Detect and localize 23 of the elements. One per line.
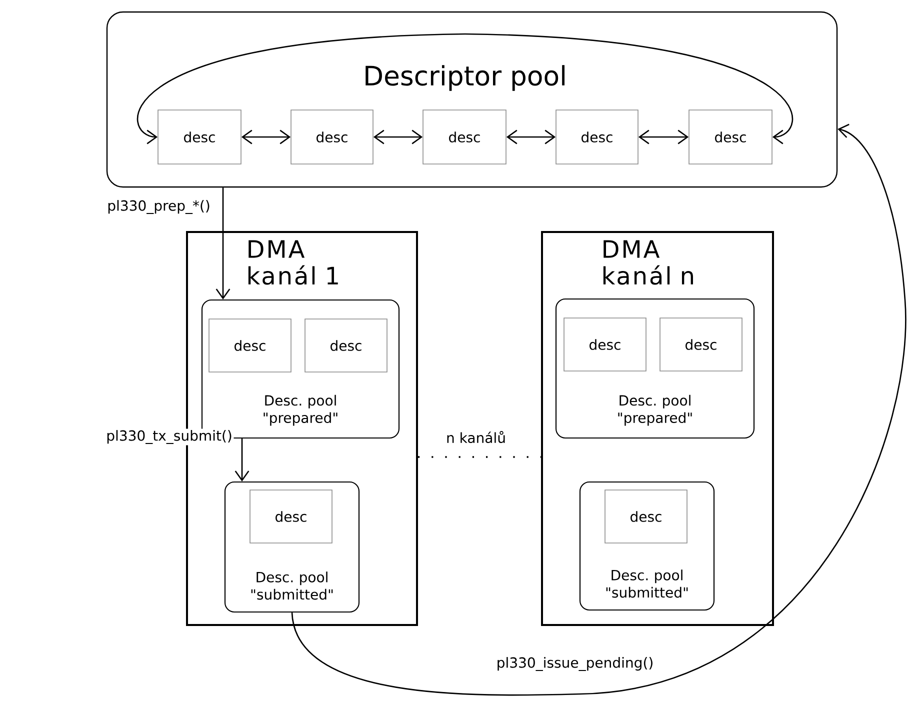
desc-box: desc — [688, 110, 772, 164]
connector — [216, 188, 230, 300]
desc-box: desc — [304, 318, 388, 372]
desc-box: desc — [422, 110, 506, 164]
desc-box: desc — [208, 318, 292, 372]
desc-box: desc — [660, 318, 742, 372]
desc-box: desc — [250, 490, 332, 544]
desc-box: desc — [604, 490, 688, 544]
connector — [291, 124, 906, 696]
connector — [234, 438, 250, 482]
desc-box: desc — [290, 110, 374, 164]
desc-box: desc — [556, 110, 638, 164]
connector — [138, 33, 792, 144]
edge-label: pl330_tx_submit() — [104, 428, 234, 446]
connector — [373, 130, 423, 144]
desc-box: desc — [158, 110, 242, 164]
connector — [638, 130, 689, 144]
connector — [506, 130, 556, 144]
connector — [241, 130, 291, 144]
edge-label: pl330_issue_pending() — [495, 656, 655, 672]
desc-box: desc — [564, 318, 646, 372]
edge-label: n kanálů — [444, 430, 508, 444]
edge-label: pl330_prep_*() — [106, 198, 212, 216]
